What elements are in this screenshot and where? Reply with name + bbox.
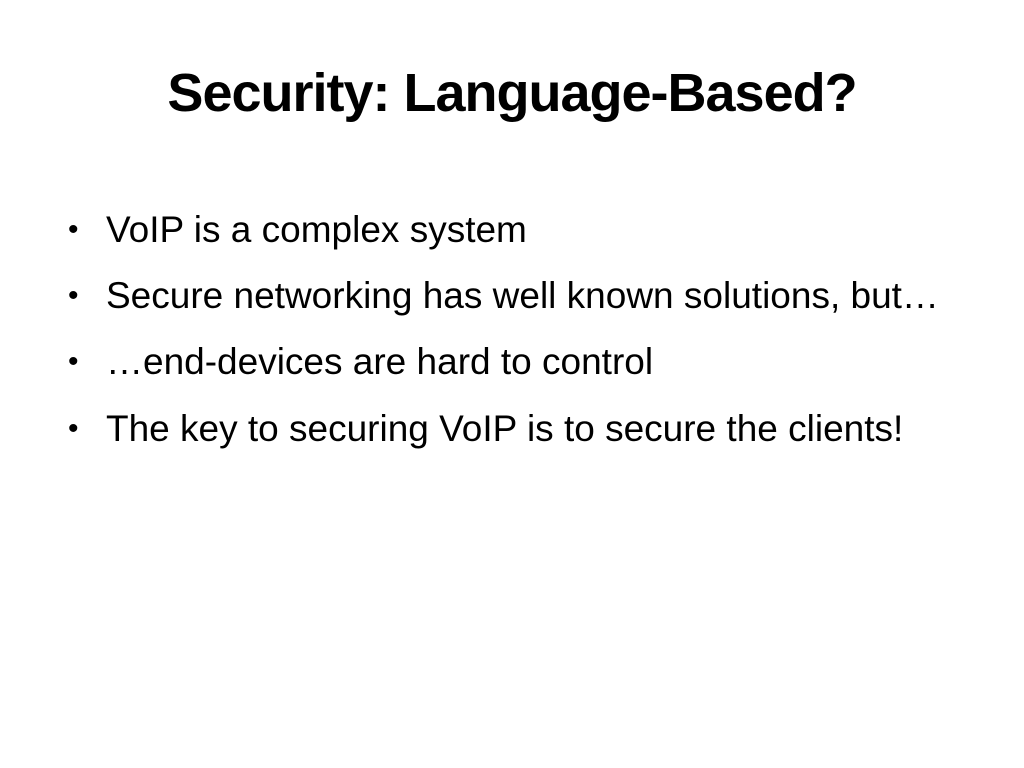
bullet-list: • VoIP is a complex system • Secure netw… (62, 202, 964, 457)
bullet-item: • The key to securing VoIP is to secure … (62, 401, 964, 457)
bullet-marker: • (68, 411, 79, 445)
bullet-marker: • (68, 213, 79, 246)
bullet-text: Secure networking has well known solutio… (106, 275, 939, 317)
bullet-item: • Secure networking has well known solut… (62, 268, 964, 324)
slide-title: Security: Language-Based? (167, 63, 857, 123)
bullet-marker: • (68, 345, 79, 379)
bullet-text: VoIP is a complex system (106, 209, 527, 250)
bullet-marker: • (68, 279, 79, 313)
bullet-item: • VoIP is a complex system (62, 202, 964, 258)
bullet-item: • …end-devices are hard to control (62, 334, 964, 390)
bullet-text: …end-devices are hard to control (106, 341, 654, 383)
bullet-text: The key to securing VoIP is to secure th… (106, 407, 904, 449)
